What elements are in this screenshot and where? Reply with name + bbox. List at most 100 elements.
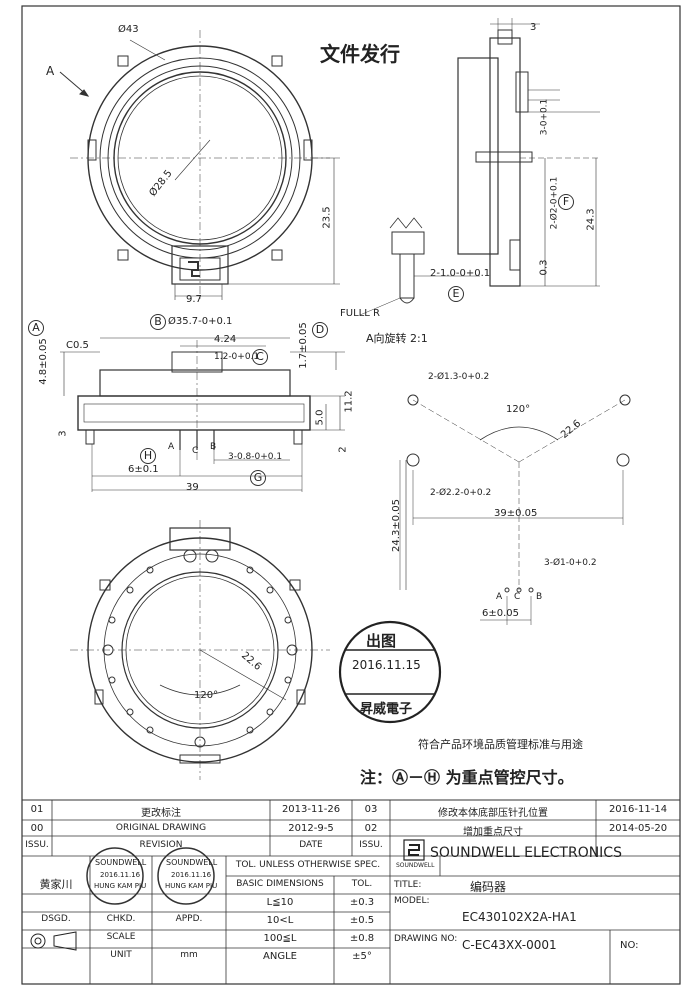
unit-value: mm — [180, 950, 198, 960]
env-note: 符合产品环境品质管理标准与用途 — [418, 738, 583, 751]
stamp-left-text: SOUNDWELL — [95, 858, 147, 867]
right-side-view — [457, 18, 600, 287]
dim-a120: 120° — [506, 404, 531, 415]
designer-name: 黄家川 — [39, 878, 73, 891]
tol-title: TOL. UNLESS OTHERWISE SPEC. — [235, 860, 381, 870]
top-view — [59, 30, 340, 300]
tol-range-1: L≦10 — [266, 897, 294, 908]
dim-d97: 9.7 — [186, 294, 202, 305]
mark-c: C — [252, 349, 268, 365]
rev-desc-01: 更改标注 — [141, 808, 181, 819]
front-view — [60, 337, 345, 492]
part-title: 编码器 — [470, 880, 507, 894]
tol-range-2: 10<L — [266, 915, 294, 926]
drawing-number: C-EC43XX-0001 — [462, 938, 557, 952]
dim-a120b: 120° — [194, 690, 219, 701]
mark-a: A — [28, 320, 44, 336]
dim-top3: 3 — [530, 22, 537, 33]
pin-c-front: C — [192, 446, 199, 456]
dim-d2x13: 2-Ø1.3-0+0.2 — [428, 372, 490, 382]
dim-d43: Ø43 — [118, 24, 139, 35]
mark-f: F — [558, 194, 574, 210]
dim-d2: 2 — [337, 446, 349, 453]
mark-d: D — [312, 322, 328, 338]
dim-d235: 23.5 — [321, 206, 333, 229]
pin-a-front: A — [168, 442, 175, 452]
stamp-left-name: HUNG KAM PIU — [94, 882, 147, 890]
dim-d3: 3 — [57, 430, 69, 437]
stamp-top: 出图 — [366, 632, 397, 650]
dim-d112: 11.2 — [343, 390, 355, 413]
rev-date-03: 2016-11-14 — [608, 804, 668, 815]
rev-date-02: 2014-05-20 — [608, 823, 668, 834]
dim-d39tol: 39±0.05 — [494, 508, 538, 519]
dim-d357: Ø35.7-0+0.1 — [168, 316, 233, 327]
rev-date-00: 2012-9-5 — [288, 823, 334, 834]
dim-d243tol: 24.3±0.05 — [390, 499, 402, 552]
release-stamp — [338, 620, 442, 724]
rev-desc-02: 增加重点尺寸 — [463, 827, 523, 838]
soundwell-logo-icon — [403, 839, 425, 861]
rotation-note: A向旋转 2:1 — [366, 332, 428, 345]
pin-a-label: A — [496, 592, 503, 602]
drawing-label: DRAWING NO: — [394, 934, 458, 944]
dim-d2x10: 2-1.0-0+0.1 — [430, 268, 491, 279]
hdr-revision: REVISION — [139, 840, 183, 850]
tol-val-4: ±5° — [352, 951, 372, 962]
tol-val-1: ±0.3 — [349, 897, 375, 908]
full-r-label: FULLL R — [340, 308, 380, 319]
rev-no-03: 03 — [364, 804, 378, 815]
dim-d243: 24.3 — [585, 208, 597, 231]
tol-val-3: ±0.8 — [349, 933, 375, 944]
dim-d6tol: 6±0.05 — [482, 608, 520, 619]
pin-detail — [359, 217, 480, 316]
rev-desc-03: 修改本体底部压针孔位置 — [438, 808, 548, 819]
model-label: MODEL: — [394, 896, 430, 906]
basic-dims: BASIC DIMENSIONS — [236, 879, 324, 889]
dim-d03: 0.3 — [538, 259, 550, 276]
dim-d3x08: 3-0.8-0+0.1 — [228, 452, 283, 462]
key-dims-note: 注：Ⓐ－Ⓗ 为重点管控尺寸。 — [360, 768, 574, 787]
dim-d17: 1.7±0.05 — [297, 322, 309, 369]
stamp-right-date: 2016.11.16 — [171, 871, 212, 879]
dim-d3tol: 3-0+0.1 — [539, 98, 550, 136]
dim-d2x22: 2-Ø2.2-0+0.2 — [430, 488, 492, 498]
dim-d50: 5.0 — [314, 409, 326, 426]
tol-val-2: ±0.5 — [349, 915, 375, 926]
rev-no-00: 00 — [30, 823, 44, 834]
stamp-left-date: 2016.11.16 — [100, 871, 141, 879]
hdr-issu2: ISSU. — [359, 840, 383, 850]
title-block-grid — [22, 800, 680, 984]
logo-text: SOUNDWELL — [396, 862, 435, 869]
rev-date-01: 2013-11-26 — [281, 804, 341, 815]
tol-range-3: 100≦L — [263, 933, 297, 944]
rev-desc-00: ORIGINAL DRAWING — [115, 823, 207, 833]
hdr-date: DATE — [299, 840, 323, 850]
appd-label: APPD. — [175, 914, 203, 924]
chkd-label: CHKD. — [106, 914, 136, 924]
rev-no-01: 01 — [30, 804, 44, 815]
stamp-date: 2016.11.15 — [352, 658, 421, 672]
dsgd-label: DSGD. — [41, 914, 71, 924]
no-label: NO: — [620, 940, 639, 951]
tol-header: TOL. — [351, 879, 373, 889]
pin-c-label: C — [514, 592, 521, 602]
dim-d12: 1.2-0+0.1 — [214, 352, 260, 362]
dim-d39: 39 — [186, 482, 199, 493]
model-number: EC430102X2A-HA1 — [462, 910, 577, 924]
dim-d48: 4.8±0.05 — [37, 338, 49, 385]
mark-b: B — [150, 314, 166, 330]
hole-pattern — [399, 394, 631, 625]
view-a-label: A — [46, 64, 55, 78]
tol-range-4: ANGLE — [263, 951, 297, 962]
mark-g: G — [250, 470, 266, 486]
approval-stamps — [86, 847, 215, 905]
issue-mark: 文件发行 — [320, 42, 400, 66]
dim-d424: 4.24 — [214, 334, 237, 345]
scale-label: SCALE — [106, 932, 136, 942]
dim-d3x1: 3-Ø1-0+0.2 — [544, 558, 597, 568]
mark-e: E — [448, 286, 464, 302]
pin-b-front: B — [210, 442, 217, 452]
